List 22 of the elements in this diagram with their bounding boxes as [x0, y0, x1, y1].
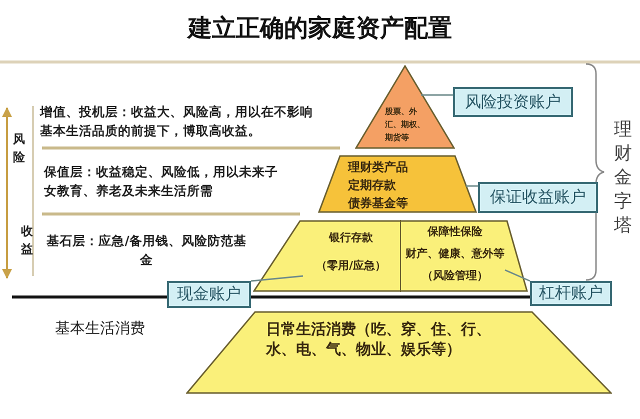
pyramid-tier [253, 220, 528, 292]
leader-line [421, 94, 453, 96]
pyramid-tier: 日常生活消费（吃、穿、住、行、水、电、气、物业、娱乐等） [186, 311, 612, 394]
row-label: 基本生活消费 [55, 318, 146, 339]
account-box: 杠杆账户 [530, 281, 612, 306]
account-box: 现金账户 [167, 281, 251, 308]
title: 建立正确的家庭资产配置 [186, 13, 453, 44]
pyramid-tier: 理财类产品 定期存款 债券基金等 [318, 155, 477, 213]
axis-label: 收益 [20, 223, 34, 258]
leader-line [504, 269, 530, 282]
account-box: 保证收益账户 [478, 182, 598, 213]
tier-section: 银行存款 （零用/应急） [303, 226, 399, 286]
side-label: 理财金字塔 [613, 118, 633, 238]
layer-description: 保值层：收益稳定、风险低，用以未来子女教育、养老及未来生活所需 [44, 163, 279, 200]
leader-line [466, 185, 478, 187]
account-box: 风险投资账户 [453, 87, 573, 117]
layer-description: 增值、投机层：收益大、风险高，用以在不影响基本生活品质的前提下，博取高收益。 [40, 103, 314, 140]
pyramid-tier: 股票、外汇、期权、期货等 [355, 65, 455, 149]
tier-section: 保障性保险 财产、健康、意外等 （风险管理） [400, 220, 512, 292]
leader-line [250, 275, 304, 282]
layer-description: 基石层：应急/备用钱、风险防范基金 [46, 232, 248, 268]
axis-label: 风险 [12, 131, 26, 166]
